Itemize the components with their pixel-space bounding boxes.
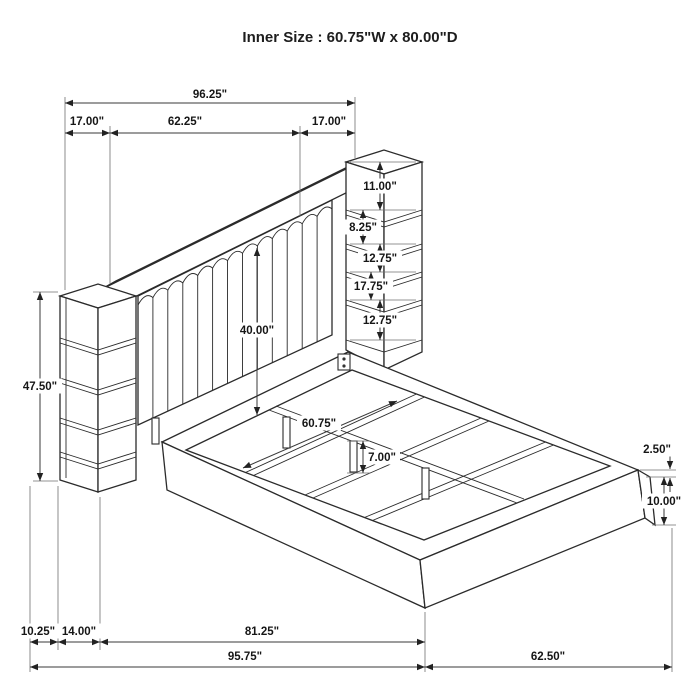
left-pier-shelves	[59, 337, 137, 470]
dim-overall-depth: 95.75"	[30, 648, 425, 671]
dim-inner-width: 60.75"	[242, 400, 398, 469]
left-pier-width-label: 17.00"	[70, 116, 104, 128]
dim-shelf-gap-1: 8.25"	[345, 210, 381, 244]
dim-center-leg-height: 7.00"	[347, 440, 400, 474]
bed-platform	[160, 351, 656, 610]
dim-footboard-width: 62.50"	[425, 648, 672, 671]
shelf-gap-4-label: 12.75"	[363, 315, 397, 327]
rail-bracket	[337, 353, 351, 371]
headboard	[137, 198, 333, 427]
channel-seams	[152, 216, 318, 419]
dim-pier-top-gap: 11.00"	[358, 162, 402, 210]
center-leg-height-label: 7.00"	[368, 452, 396, 464]
center-leg-1	[282, 416, 291, 449]
rail-lip-label: 2.50"	[643, 444, 671, 456]
headboard-leg	[151, 417, 160, 445]
pier-depth-label: 14.00"	[62, 626, 96, 638]
dim-pier-height: 47.50"	[18, 291, 62, 482]
right-pier-width-label: 17.00"	[312, 116, 346, 128]
dim-headboard-width: 62.25"	[110, 116, 300, 137]
dim-shelf-gap-2: 12.75"	[358, 244, 402, 272]
left-pier	[57, 283, 139, 493]
footboard-width-label: 62.50"	[531, 651, 565, 663]
pier-top-gap-label: 11.00"	[363, 181, 397, 193]
headboard-width-label: 62.25"	[168, 116, 202, 128]
shelf-gap-1-label: 8.25"	[349, 222, 377, 234]
footboard-height-label: 10.00"	[647, 496, 681, 508]
top-extension-lines	[64, 97, 356, 290]
page-title: Inner Size : 60.75"W x 80.00"D	[242, 29, 457, 46]
channel-arches	[137, 206, 333, 306]
dim-right-pier-width: 17.00"	[300, 116, 355, 137]
dim-overall-width: 96.25"	[65, 89, 355, 107]
dim-left-pier-width: 17.00"	[65, 116, 110, 137]
inner-width-label: 60.75"	[302, 418, 336, 430]
dim-pier-depth: 14.00"	[57, 623, 101, 646]
dim-footboard-height: 10.00"	[642, 477, 686, 526]
dim-shelf-gap-3: 17.75"	[349, 272, 393, 300]
dim-shelf-gap-4: 12.75"	[358, 300, 402, 340]
overall-width-label: 96.25"	[193, 89, 227, 101]
pier-back-offset-label: 10.25"	[21, 626, 55, 638]
overall-depth-label: 95.75"	[228, 651, 262, 663]
center-leg-2	[349, 440, 358, 473]
pier-height-label: 47.50"	[23, 381, 57, 393]
dim-rail-lip: 2.50"	[639, 441, 676, 492]
shelf-gap-2-label: 12.75"	[363, 253, 397, 265]
dim-headboard-height: 40.00"	[235, 248, 279, 415]
dim-pier-back-offset: 10.25"	[16, 623, 60, 646]
shelf-gap-3-label: 17.75"	[354, 281, 388, 293]
dim-inner-length: 81.25"	[100, 623, 425, 646]
headboard-height-label: 40.00"	[240, 325, 274, 337]
center-leg-3	[421, 467, 430, 500]
inner-length-label: 81.25"	[245, 626, 279, 638]
